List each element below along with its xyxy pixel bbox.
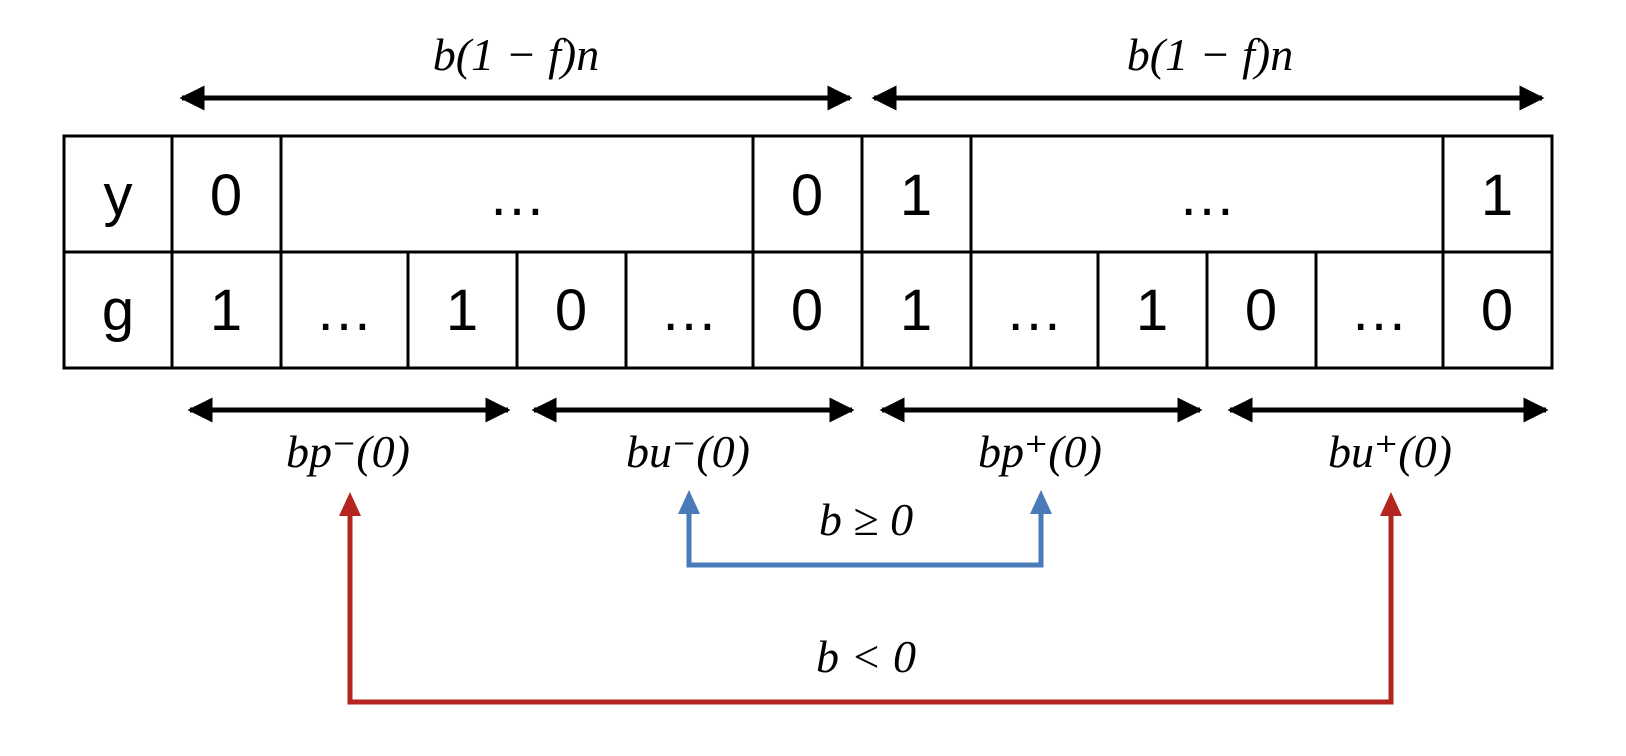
blue-arrowhead-right — [1030, 490, 1052, 514]
y-cell: … — [1178, 163, 1236, 228]
bottom-brace-p-minus-label: bp⁻(0) — [286, 426, 410, 477]
g-cell: 0 — [555, 278, 587, 343]
g-cell: 0 — [1245, 278, 1277, 343]
red-connector-path — [347, 515, 1394, 705]
red-arrowhead-right — [1380, 492, 1402, 516]
red-arrowhead-left — [339, 492, 361, 516]
bottom-brace-p-plus-label: bp⁺(0) — [978, 426, 1102, 477]
blue-arrowhead-left — [678, 490, 700, 514]
g-cell: … — [315, 278, 373, 343]
label-table: y 0 … 0 1 … 1 g 1 … 1 0 … 0 1 … 1 0 … 0 — [62, 134, 1554, 370]
y-cell: 0 — [210, 163, 242, 228]
red-condition-label: b < 0 — [816, 631, 916, 682]
g-cell: 0 — [1481, 278, 1513, 343]
row-header-g: g — [102, 278, 134, 343]
top-brace-left-label: b(1 − f)n — [433, 29, 599, 80]
g-cell: 1 — [1136, 278, 1168, 343]
top-brace-right-label: b(1 − f)n — [1127, 29, 1293, 80]
y-cell: 1 — [900, 163, 932, 228]
blue-connector-path — [686, 512, 1044, 568]
y-cell: 0 — [791, 163, 823, 228]
y-cell: 1 — [1481, 163, 1513, 228]
g-cell: … — [1005, 278, 1063, 343]
g-cell: 1 — [210, 278, 242, 343]
bottom-brace-u-minus-label: bu⁻(0) — [626, 426, 750, 477]
red-swap-connector: b < 0 — [339, 492, 1402, 705]
g-cell: … — [1350, 278, 1408, 343]
top-brace-right: b(1 − f)n — [871, 29, 1545, 111]
g-cell: 0 — [791, 278, 823, 343]
blue-swap-connector: b ≥ 0 — [678, 490, 1052, 568]
bottom-brace-u-plus: bu⁺(0) — [1227, 397, 1549, 477]
row-header-y: y — [104, 163, 133, 228]
bottom-brace-p-plus: bp⁺(0) — [879, 397, 1203, 477]
top-brace-left: b(1 − f)n — [179, 29, 853, 111]
blue-condition-label: b ≥ 0 — [819, 494, 913, 545]
bottom-brace-u-plus-label: bu⁺(0) — [1328, 426, 1452, 477]
bottom-brace-p-minus: bp⁻(0) — [187, 397, 511, 477]
bottom-brace-u-minus: bu⁻(0) — [531, 397, 855, 477]
y-cell: … — [488, 163, 546, 228]
g-cell: 1 — [900, 278, 932, 343]
g-cell: … — [660, 278, 718, 343]
g-cell: 1 — [446, 278, 478, 343]
